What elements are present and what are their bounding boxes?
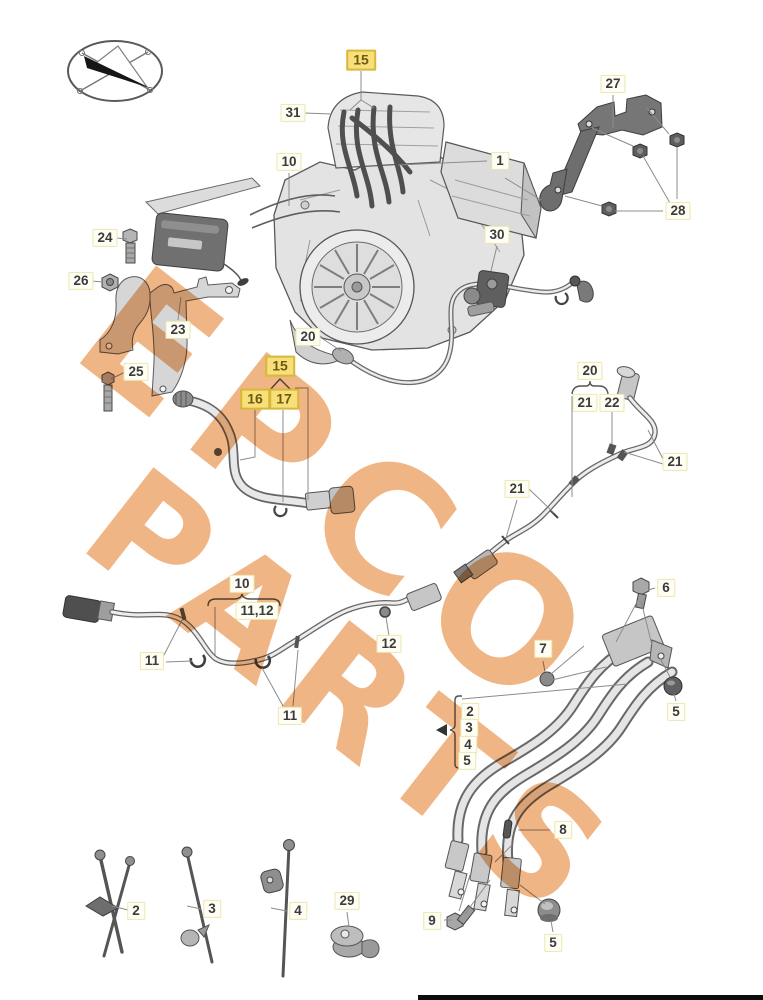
part-callout-21-b[interactable]: 21 xyxy=(662,452,688,472)
pipe-15-group xyxy=(172,390,356,518)
part-callout-20-engine[interactable]: 20 xyxy=(295,327,321,347)
brace-marks xyxy=(207,377,609,769)
part-callout-5-bottom[interactable]: 5 xyxy=(544,933,562,953)
part-callout-11-b[interactable]: 11 xyxy=(277,706,303,726)
fan-spokes xyxy=(314,244,400,330)
bracket-27-group xyxy=(539,94,685,217)
bracket-23-group xyxy=(99,228,241,412)
part-callout-3[interactable]: 3 xyxy=(203,899,221,919)
harness-10-bottom xyxy=(62,583,442,669)
bolt-9 xyxy=(446,904,476,931)
part-callout-30[interactable]: 30 xyxy=(484,225,510,245)
part-callout-6[interactable]: 6 xyxy=(657,578,675,598)
part-callout-25[interactable]: 25 xyxy=(123,362,149,382)
part-callout-3-list[interactable]: 3 xyxy=(460,718,478,738)
part-callout-21-c[interactable]: 21 xyxy=(504,479,530,499)
part-callout-11-a[interactable]: 11 xyxy=(139,651,165,671)
harness-tubes-15 xyxy=(339,104,413,209)
part-callout-21-a[interactable]: 21 xyxy=(572,393,598,413)
part-callout-10-engine[interactable]: 10 xyxy=(276,152,302,172)
part-callout-24[interactable]: 24 xyxy=(92,228,118,248)
part-callout-15-top[interactable]: 15 xyxy=(346,49,376,71)
ecu-module xyxy=(145,177,261,286)
sensor-30 xyxy=(463,270,510,317)
part-callout-15-mid[interactable]: 15 xyxy=(265,355,295,377)
part-callout-23[interactable]: 23 xyxy=(165,320,191,340)
nut-26 xyxy=(101,273,119,292)
engine-assembly xyxy=(249,91,542,365)
part-callout-10-harness[interactable]: 10 xyxy=(229,574,255,594)
wiring-loop-20 xyxy=(332,275,594,386)
part-callout-7[interactable]: 7 xyxy=(534,639,552,659)
bolt-25 xyxy=(101,371,115,412)
grommet-5-bottom xyxy=(537,898,561,922)
part-callout-12[interactable]: 12 xyxy=(376,634,402,654)
grommet-29 xyxy=(330,925,380,959)
part-callout-27[interactable]: 27 xyxy=(600,74,626,94)
part-callout-5-right[interactable]: 5 xyxy=(667,702,685,722)
part-callout-8[interactable]: 8 xyxy=(554,820,572,840)
pin-8 xyxy=(502,819,513,839)
bolt-24 xyxy=(122,228,138,264)
part-callout-9[interactable]: 9 xyxy=(423,911,441,931)
cable-tie-3 xyxy=(180,846,214,964)
part-callout-11-12[interactable]: 11,12 xyxy=(235,601,279,621)
part-callout-22[interactable]: 22 xyxy=(599,393,625,413)
part-callout-16[interactable]: 16 xyxy=(240,388,270,410)
pipe-bundle xyxy=(444,577,683,931)
part-callout-28[interactable]: 28 xyxy=(665,201,691,221)
group-arrow xyxy=(436,724,447,736)
part-callout-29[interactable]: 29 xyxy=(334,891,360,911)
part-callout-20-right[interactable]: 20 xyxy=(577,361,603,381)
harness-21-right xyxy=(453,366,658,584)
compass-logo xyxy=(67,40,163,102)
part-callout-5-list[interactable]: 5 xyxy=(458,751,476,771)
pipe-terminals xyxy=(444,840,522,918)
part-callout-17[interactable]: 17 xyxy=(269,388,299,410)
part-callout-26[interactable]: 26 xyxy=(68,271,94,291)
nuts-28 xyxy=(601,132,685,217)
bottom-edge-strip xyxy=(418,995,763,1000)
part-callout-2[interactable]: 2 xyxy=(127,901,145,921)
plug-7 xyxy=(539,671,555,687)
leader-lines xyxy=(91,71,678,933)
part-callout-4[interactable]: 4 xyxy=(289,901,307,921)
part-callout-31[interactable]: 31 xyxy=(280,103,306,123)
part-callout-1[interactable]: 1 xyxy=(491,151,509,171)
